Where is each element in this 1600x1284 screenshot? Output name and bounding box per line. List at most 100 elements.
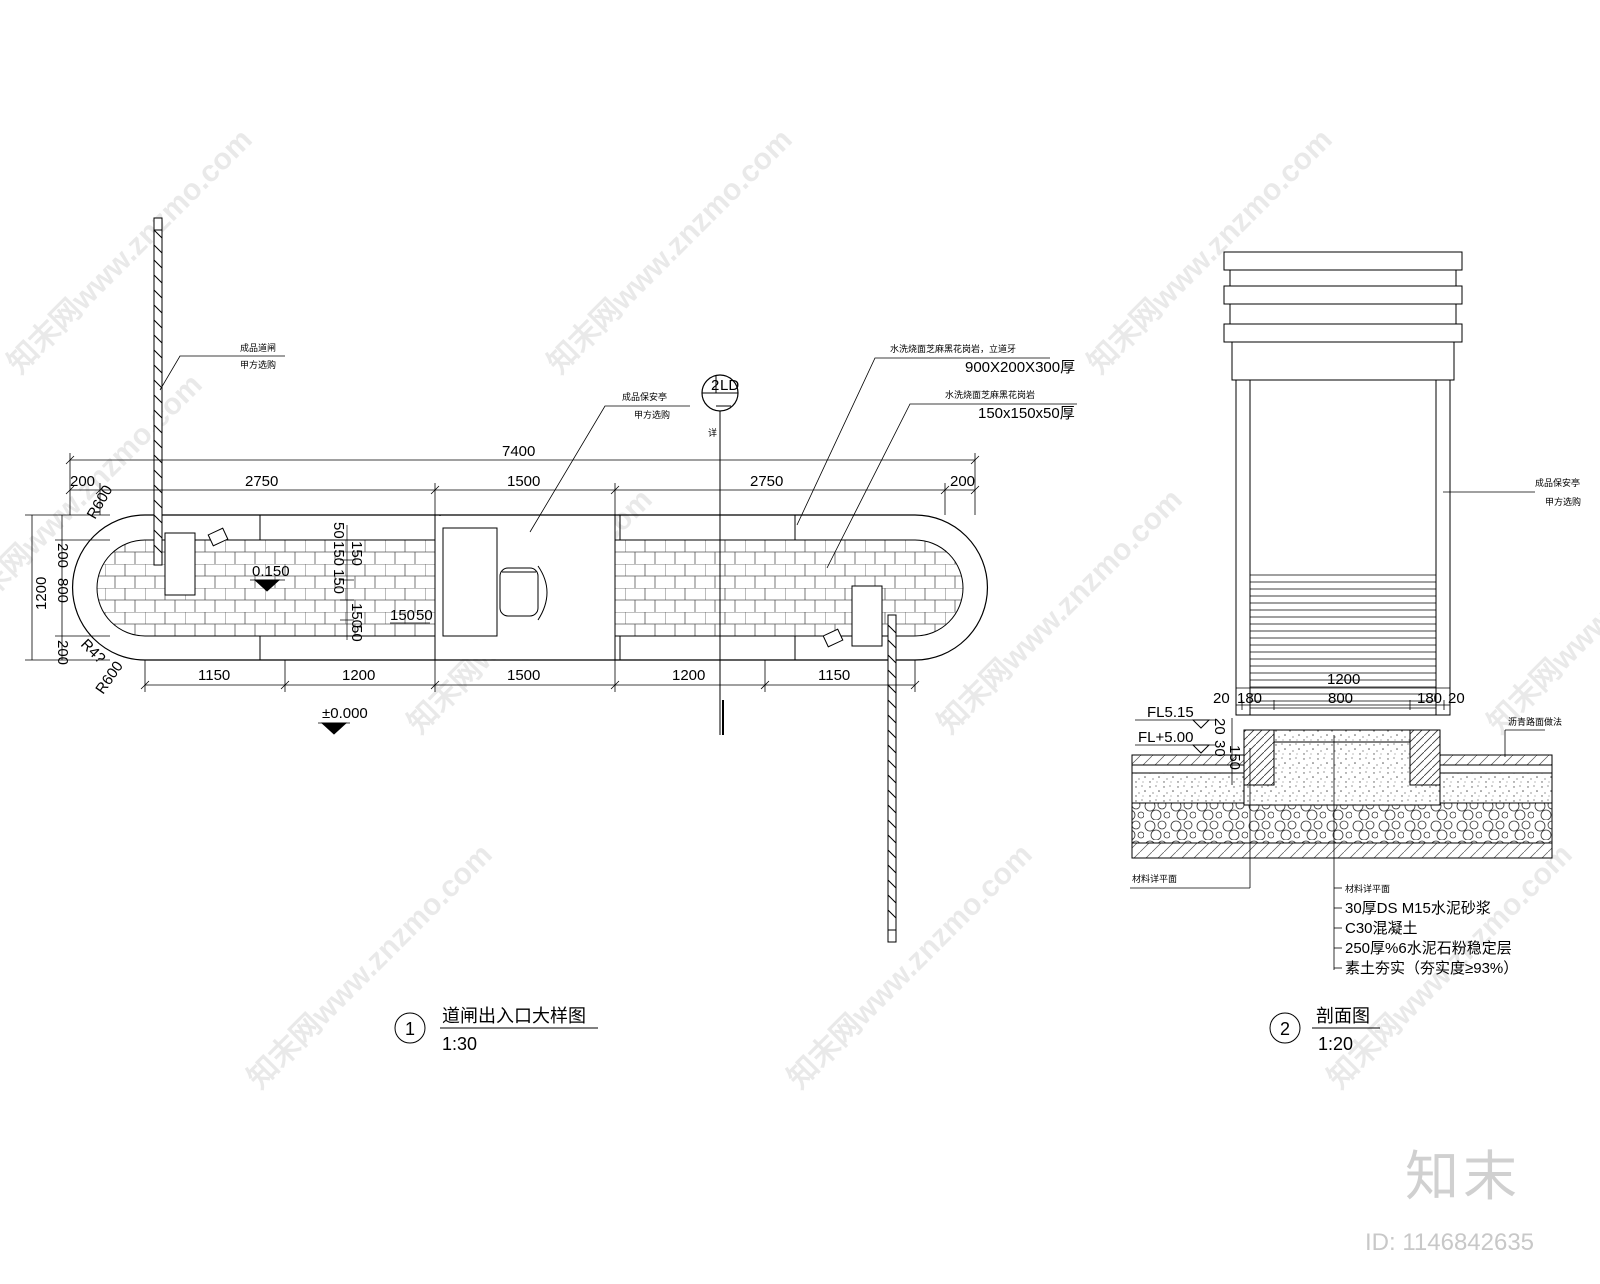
- section-mark-sheet: LD: [720, 377, 739, 394]
- dim-left-top: 200: [54, 543, 71, 568]
- title-circle-2: [1269, 1012, 1301, 1044]
- section-view: [1130, 251, 1553, 970]
- section-mark-number: 2: [711, 377, 719, 394]
- dim-left-mid: 800: [54, 578, 71, 603]
- inner-dimension-string: [340, 525, 430, 640]
- callout-gate-line1: 成品道闸: [240, 342, 276, 353]
- section-side-dim-b: 30: [1211, 740, 1228, 757]
- title-number-1: 1: [405, 1019, 415, 1039]
- title-name-1: 道闸出入口大样图: [442, 1006, 586, 1026]
- dimension-top: [65, 453, 980, 515]
- layer-5: 素土夯实（夯实度≥93%）: [1345, 960, 1518, 977]
- watermark-image-id: ID: 1146842635: [1365, 1229, 1534, 1256]
- layer-4: 250厚%6水泥石粉稳定层: [1345, 940, 1512, 957]
- section-mark-label: 详: [708, 427, 717, 438]
- section-booth-line2: 甲方选购: [1545, 496, 1581, 507]
- dim-right-span: 2750: [750, 473, 783, 490]
- inner-dim-a: 50: [330, 522, 347, 539]
- callout-gate-line2: 甲方选购: [240, 359, 276, 370]
- level-marker-fl515: [1191, 719, 1211, 729]
- dimension-left: [25, 514, 110, 661]
- level-marker-0000: [320, 722, 348, 735]
- dim-bottom-d: 1200: [672, 667, 705, 684]
- watermark-text: 知末网www.znzmo.com: [782, 838, 1039, 1095]
- booth-post-left: [1235, 379, 1251, 716]
- plan-view: [25, 217, 1077, 943]
- section-annotations: 成品保安亭 甲方选购 1200 20 180 800 180 20 FL5.15…: [1132, 477, 1581, 1054]
- layer-2: 30厚DS M15水泥砂浆: [1345, 899, 1491, 917]
- gate-post-right: [851, 585, 883, 647]
- section-mark-dash: —: [716, 397, 731, 414]
- boom-arm-right: [887, 614, 897, 943]
- title-scale-2: 1:20: [1318, 1034, 1353, 1054]
- booth-body: [1235, 379, 1451, 716]
- level-label-0150: 0.150: [252, 563, 290, 580]
- inner-dim-f: 50: [348, 625, 365, 642]
- callout-booth-line2: 甲方选购: [634, 409, 670, 420]
- section-booth-line1: 成品保安亭: [1535, 477, 1580, 488]
- title-number-2: 2: [1280, 1019, 1290, 1039]
- roof-layer-3: [1223, 285, 1463, 305]
- watermark-text: 知末网www.znzmo.com: [542, 123, 799, 380]
- inner-dim-b: 150: [330, 541, 347, 566]
- layer-3: C30混凝土: [1345, 920, 1418, 937]
- level-fl-bottom: FL+5.00: [1138, 729, 1193, 746]
- dim-center-span: 1500: [507, 473, 540, 490]
- gate-lamp-right: [822, 628, 844, 648]
- level-label-0000: ±0.000: [322, 705, 368, 722]
- callout-curb-desc: 水洗烧面芝麻黑花岗岩，立道牙: [890, 343, 1016, 354]
- inner-dim-c: 150: [348, 541, 365, 566]
- roof-layer-4: [1229, 303, 1457, 325]
- plan-annotations: 7400 200 2750 1500 2750 200 1150 1200 15…: [33, 342, 1075, 1054]
- dim-left-span: 2750: [245, 473, 278, 490]
- roof-layer-1: [1223, 251, 1463, 271]
- callout-leaders: [159, 355, 1077, 569]
- roof-layer-5: [1223, 323, 1463, 343]
- section-left-callout: 材料详平面: [1132, 873, 1177, 884]
- boom-arm-left: [153, 217, 163, 566]
- dim-bottom-a: 1150: [198, 667, 230, 684]
- section-right-callout: 沥青路面做法: [1508, 716, 1562, 727]
- dim-left-overall: 1200: [33, 577, 50, 610]
- dim-overall-width: 7400: [502, 443, 535, 460]
- section-cut-line: [701, 374, 739, 735]
- section-side-dim-a: 20: [1211, 718, 1228, 735]
- booth-louvers: [1250, 574, 1436, 709]
- booth-chair: [499, 565, 548, 621]
- title-circle-1: [394, 1012, 426, 1044]
- section-dim-c: 800: [1328, 690, 1353, 707]
- gate-lamp-left: [207, 527, 229, 547]
- section-dim-d: 180: [1417, 690, 1442, 707]
- roof-layer-2: [1229, 269, 1457, 287]
- level-fl-top: FL5.15: [1147, 704, 1194, 721]
- dim-left-bottom: 200: [54, 640, 71, 665]
- section-dim-e: 20: [1448, 690, 1465, 707]
- booth-desk: [442, 527, 498, 637]
- section-leaders: [1130, 491, 1545, 970]
- dim-bottom-b: 1200: [342, 667, 375, 684]
- gate-post-left: [164, 532, 196, 596]
- section-dim-top: 1200: [1327, 671, 1360, 688]
- inner-dim-d: 150: [330, 569, 347, 594]
- radius-inner: R4?: [77, 636, 108, 667]
- soil-layer: [1131, 842, 1553, 859]
- title-scale-1: 1:30: [442, 1034, 477, 1054]
- section-side-dim-c: 150: [1226, 745, 1243, 770]
- section-dim-a: 20: [1213, 690, 1230, 707]
- inner-dim-e: 150: [348, 603, 365, 628]
- booth-post-right: [1435, 379, 1451, 716]
- watermark-text: 知末网www.znzmo.com: [242, 838, 499, 1095]
- dim-bottom-c: 1500: [507, 667, 540, 684]
- watermark-brand: 知末: [1405, 1147, 1521, 1207]
- level-marker-fl500: [1191, 744, 1211, 754]
- callout-curb-size: 900X200X300厚: [965, 359, 1075, 376]
- curb-right: [1409, 729, 1441, 786]
- watermark-text: 知末网www.znzmo.com: [2, 123, 259, 380]
- dim-right-margin: 200: [950, 473, 975, 490]
- watermark-text: 知末网www.znzmo.com: [932, 483, 1189, 740]
- inner-dim-h: 50: [416, 607, 433, 624]
- dimension-bottom: [140, 660, 920, 692]
- watermark-text: 知末网www.znzmo.com: [1482, 483, 1600, 740]
- callout-pave-size: 150x150x50厚: [978, 405, 1075, 422]
